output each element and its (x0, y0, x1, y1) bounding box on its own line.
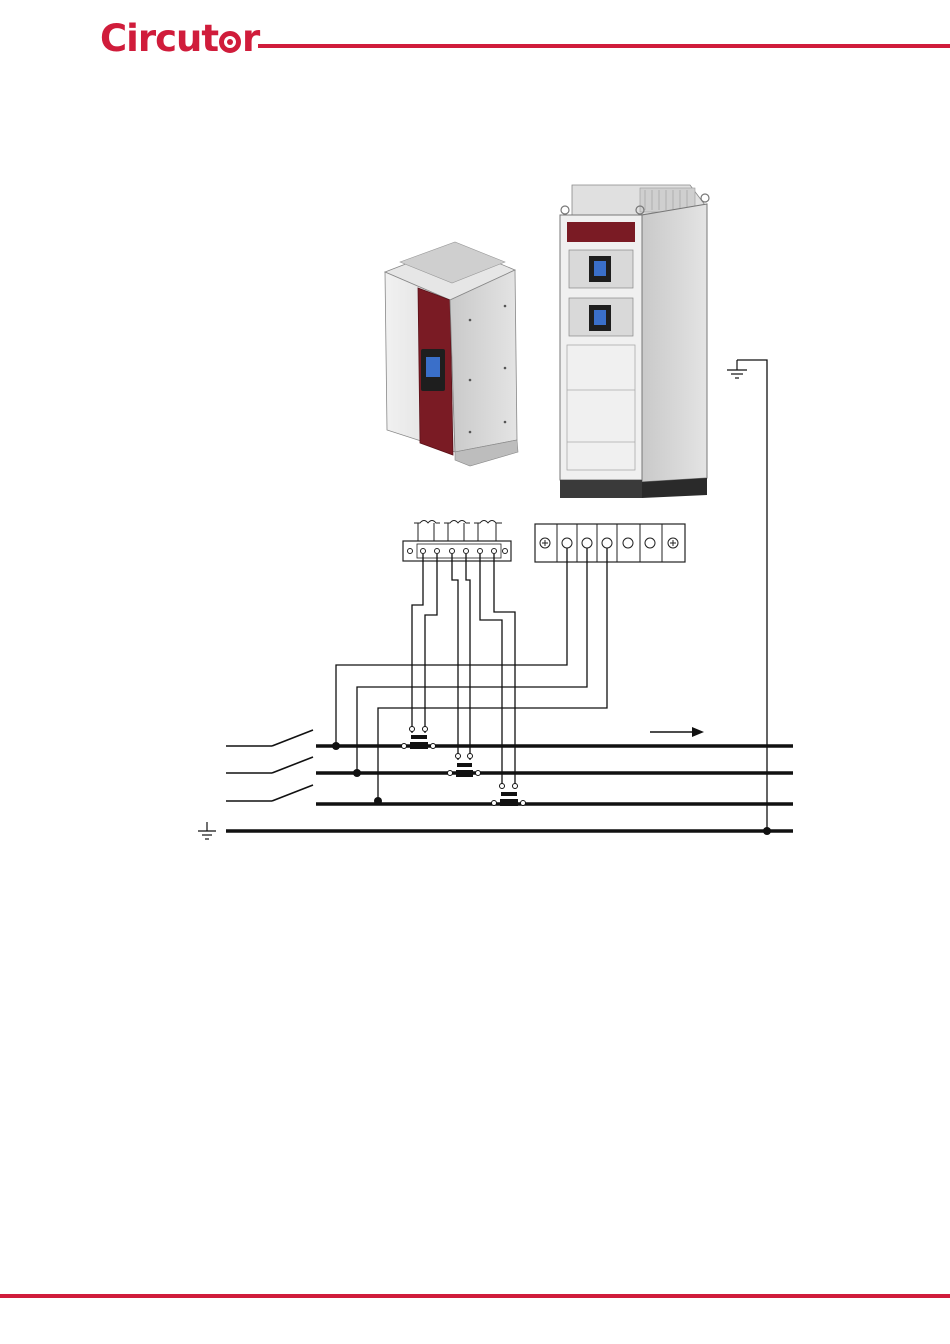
power-lines (198, 727, 793, 839)
voltage-terminal-block (535, 524, 685, 562)
current-transformers (402, 727, 526, 807)
cabinet-module-2 (569, 298, 633, 336)
line-ground-icon (198, 822, 216, 839)
cabinet-ground-icon (727, 360, 747, 378)
phase-busbars (226, 746, 793, 831)
cabinet-plinth (560, 480, 642, 498)
circuit-breakers (226, 730, 313, 801)
footer-rule (0, 1294, 950, 1298)
filter-display-screen (426, 357, 440, 377)
wall-mounted-filter (385, 242, 518, 466)
cabinet-top-panel (567, 222, 635, 242)
current-terminal-block (403, 521, 511, 562)
flow-arrow-icon (650, 727, 704, 737)
floor-standing-cabinet (560, 185, 709, 498)
ct-l3 (492, 784, 526, 807)
cabinet-side (642, 204, 707, 482)
cabinet-module-1 (569, 250, 633, 288)
filter-side (450, 270, 517, 452)
ct-l1 (402, 727, 436, 750)
ct-l2 (448, 754, 481, 778)
